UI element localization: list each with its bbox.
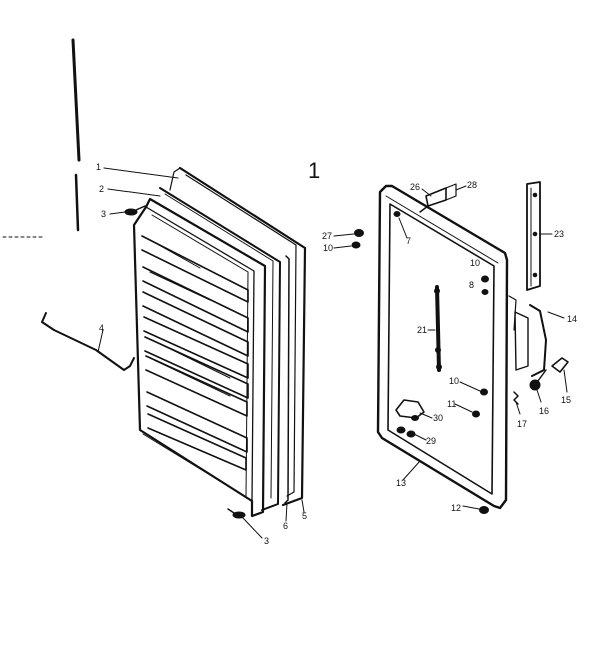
part-10-fastener-b (481, 275, 489, 283)
part-12-fastener (479, 506, 489, 514)
part-1-gasket (178, 166, 307, 507)
part-11-fastener (472, 410, 480, 418)
callout-29: 29 (426, 436, 436, 446)
callout-8: 8 (469, 280, 474, 290)
scan-edge-marks (2, 38, 81, 238)
callout-labels: 1 2 3 4 3 6 5 26 28 27 10 7 10 8 21 10 1… (96, 162, 577, 546)
callout-10-lower: 10 (449, 376, 459, 386)
door-liner-panel (132, 197, 267, 518)
callout-6: 6 (283, 521, 288, 531)
callout-21: 21 (417, 325, 427, 335)
part-14-handle (508, 295, 547, 377)
part-10-fastener-a (351, 241, 361, 249)
figure-number: 1 (308, 158, 320, 183)
part-3-screw-bottom (227, 508, 246, 519)
callout-15: 15 (561, 395, 571, 405)
callout-10-right: 10 (470, 258, 480, 268)
callout-7: 7 (406, 236, 411, 246)
callout-5: 5 (302, 511, 307, 521)
part-3-screw-top (124, 205, 146, 216)
liner-shelves (141, 235, 249, 471)
part-7-fastener (393, 211, 401, 217)
part-16-latch (529, 369, 547, 391)
callout-30: 30 (433, 413, 443, 423)
leader-lines (97, 167, 568, 539)
callout-10-left: 10 (323, 243, 333, 253)
part-23-hinge-strip (526, 181, 541, 291)
part-27-fastener (354, 229, 364, 237)
part-2-breaker-strip (159, 187, 281, 511)
part-8-fastener (481, 289, 489, 295)
callout-3-bottom: 3 (264, 536, 269, 546)
callout-27: 27 (322, 231, 332, 241)
part-30-bracket (395, 399, 425, 419)
callout-12: 12 (451, 503, 461, 513)
callout-14: 14 (567, 314, 577, 324)
callout-23: 23 (554, 229, 564, 239)
part-4-wire-rod (41, 312, 135, 371)
part-15-clip (551, 357, 569, 373)
callout-13: 13 (396, 478, 406, 488)
callout-1: 1 (96, 162, 101, 172)
callout-4: 4 (99, 323, 104, 333)
part-21-vertical-handle-bar (434, 285, 442, 372)
callout-2: 2 (99, 184, 104, 194)
callout-17: 17 (517, 419, 527, 429)
callout-3: 3 (101, 209, 106, 219)
callout-16: 16 (539, 406, 549, 416)
part-10-fastener-c (480, 388, 488, 396)
callout-11: 11 (447, 399, 456, 409)
part-6-strip (284, 255, 290, 504)
callout-26: 26 (410, 182, 420, 192)
callout-28: 28 (467, 180, 477, 190)
outer-door-panel (376, 184, 509, 510)
inner-door-liner-assembly (132, 166, 307, 518)
part-29-screws (396, 415, 419, 438)
part-26-28-top-hinge (419, 183, 457, 213)
